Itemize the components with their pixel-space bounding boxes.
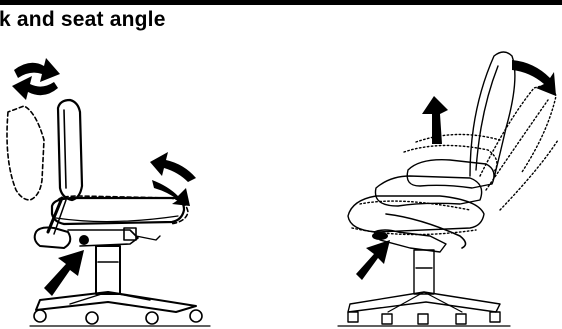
lever-pointer-icon <box>356 240 390 280</box>
backrest-arrow-icon <box>422 96 448 144</box>
recline-arrow-icon <box>512 60 556 96</box>
section-heading: k and seat angle <box>0 8 166 31</box>
seat-tilt-arrows-icon <box>150 152 196 206</box>
top-rule <box>0 0 562 5</box>
backrest-tilt-arrows-icon <box>12 58 60 100</box>
adjust-lever-pointer-icon <box>44 250 84 296</box>
